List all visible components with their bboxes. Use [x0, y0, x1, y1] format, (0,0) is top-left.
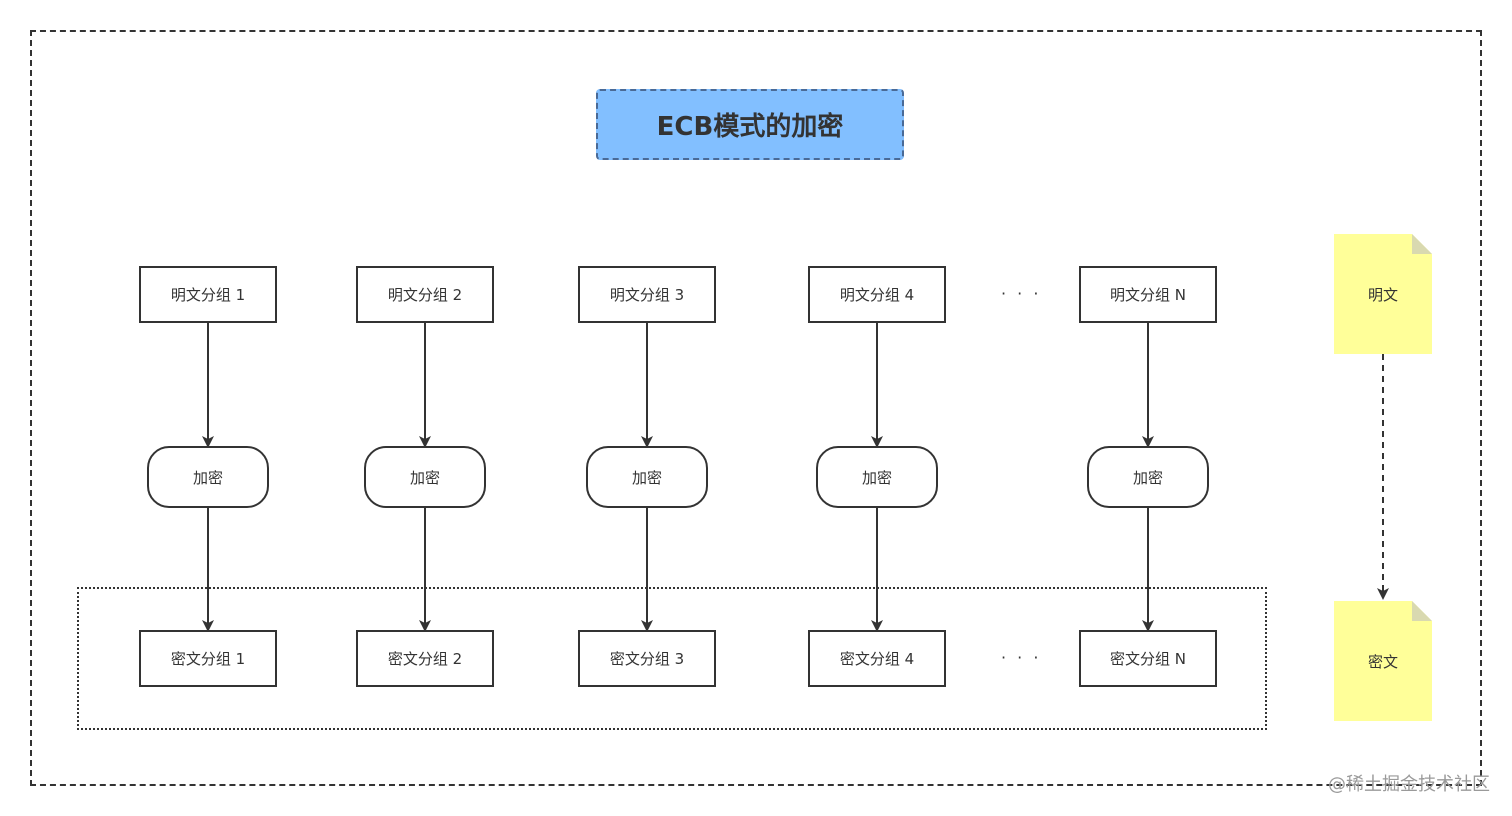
- ciphertext-group-frame: [77, 587, 1267, 730]
- watermark: @稀土掘金技术社区: [1328, 774, 1490, 795]
- ciphertext-block-3: 密文分组 3: [578, 630, 716, 687]
- plaintext-block-n: 明文分组 N: [1079, 266, 1217, 323]
- encrypt-node-4: 加密: [816, 446, 938, 508]
- ciphertext-block-2: 密文分组 2: [356, 630, 494, 687]
- encrypt-node-2: 加密: [364, 446, 486, 508]
- legend-plaintext-note: 明文: [1334, 234, 1432, 354]
- note-shape-icon: [1334, 601, 1432, 721]
- diagram-title: ECB模式的加密: [596, 89, 904, 160]
- ciphertext-block-n: 密文分组 N: [1079, 630, 1217, 687]
- outer-dashed-frame: [30, 30, 1482, 786]
- plaintext-block-1: 明文分组 1: [139, 266, 277, 323]
- plaintext-block-3: 明文分组 3: [578, 266, 716, 323]
- ciphertext-block-1: 密文分组 1: [139, 630, 277, 687]
- plaintext-block-2: 明文分组 2: [356, 266, 494, 323]
- legend-ciphertext-note: 密文: [1334, 601, 1432, 721]
- encrypt-node-n: 加密: [1087, 446, 1209, 508]
- encrypt-node-1: 加密: [147, 446, 269, 508]
- encrypt-node-3: 加密: [586, 446, 708, 508]
- legend-ciphertext-label: 密文: [1367, 652, 1398, 671]
- note-shape-icon: [1334, 234, 1432, 354]
- plaintext-ellipsis: · · ·: [1001, 284, 1042, 303]
- legend-plaintext-label: 明文: [1367, 285, 1398, 304]
- ciphertext-block-4: 密文分组 4: [808, 630, 946, 687]
- ciphertext-ellipsis: · · ·: [1001, 648, 1042, 667]
- plaintext-block-4: 明文分组 4: [808, 266, 946, 323]
